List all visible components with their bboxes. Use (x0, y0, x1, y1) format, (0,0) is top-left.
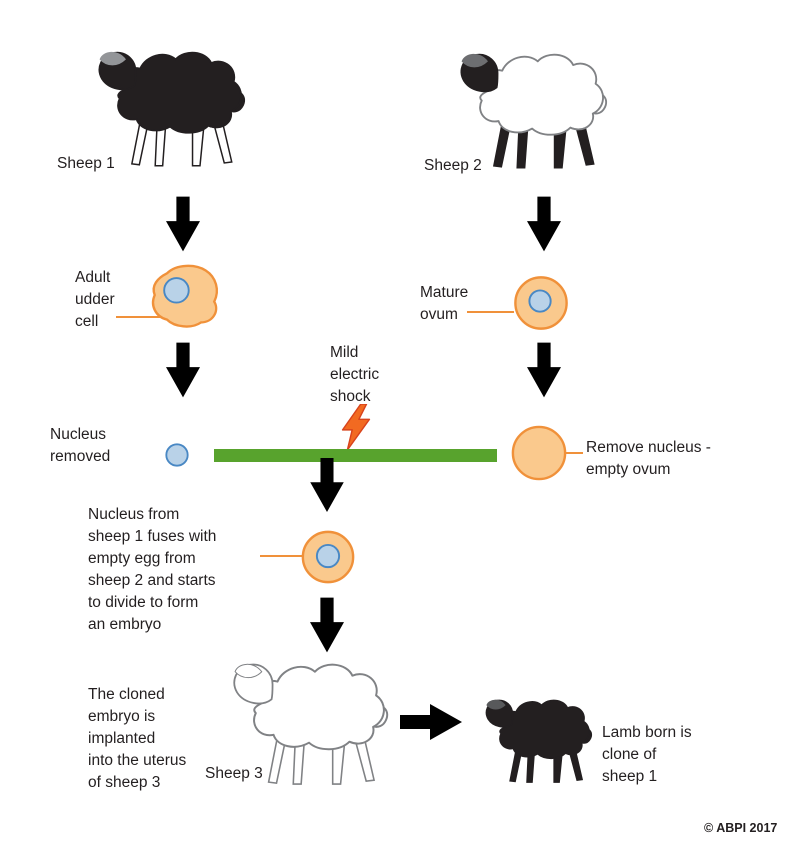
down-arrow-icon (527, 342, 561, 398)
copyright-notice: © ABPI 2017 (704, 821, 778, 835)
connector-line (467, 311, 514, 313)
mature-ovum-icon (514, 276, 568, 330)
right-arrow-icon (400, 704, 462, 740)
down-arrow-icon (166, 196, 200, 252)
implant-caption: The cloned embryo is implanted into the … (88, 686, 187, 791)
fusion-caption: Nucleus from sheep 1 fuses with empty eg… (88, 506, 217, 633)
down-arrow-icon (310, 458, 344, 512)
mature-ovum-label: Mature ovum (420, 284, 469, 323)
mild-electric-shock-label: Mild electric shock (330, 344, 380, 405)
sheep-2-label: Sheep 2 (424, 157, 482, 174)
fused-cell-icon (301, 530, 355, 584)
adult-udder-cell-label: Adult udder cell (75, 269, 115, 330)
cloned-lamb-icon (485, 699, 593, 784)
down-arrow-icon (310, 597, 344, 653)
connector-line (116, 316, 160, 318)
nucleus-removed-label: Nucleus removed (50, 426, 111, 465)
sheep-1-label: Sheep 1 (57, 155, 115, 172)
down-arrow-icon (527, 196, 561, 252)
empty-ovum-icon (511, 425, 567, 481)
udder-cell-icon (151, 264, 218, 328)
lightning-bolt-icon (341, 404, 371, 450)
merge-bar (214, 449, 497, 462)
removed-nucleus-icon (165, 443, 189, 467)
lamb-caption: Lamb born is clone of sheep 1 (602, 724, 692, 785)
sheep-3-label: Sheep 3 (205, 765, 263, 782)
connector-line (260, 555, 302, 557)
down-arrow-icon (166, 342, 200, 398)
remove-nucleus-label: Remove nucleus - empty ovum (586, 439, 711, 478)
